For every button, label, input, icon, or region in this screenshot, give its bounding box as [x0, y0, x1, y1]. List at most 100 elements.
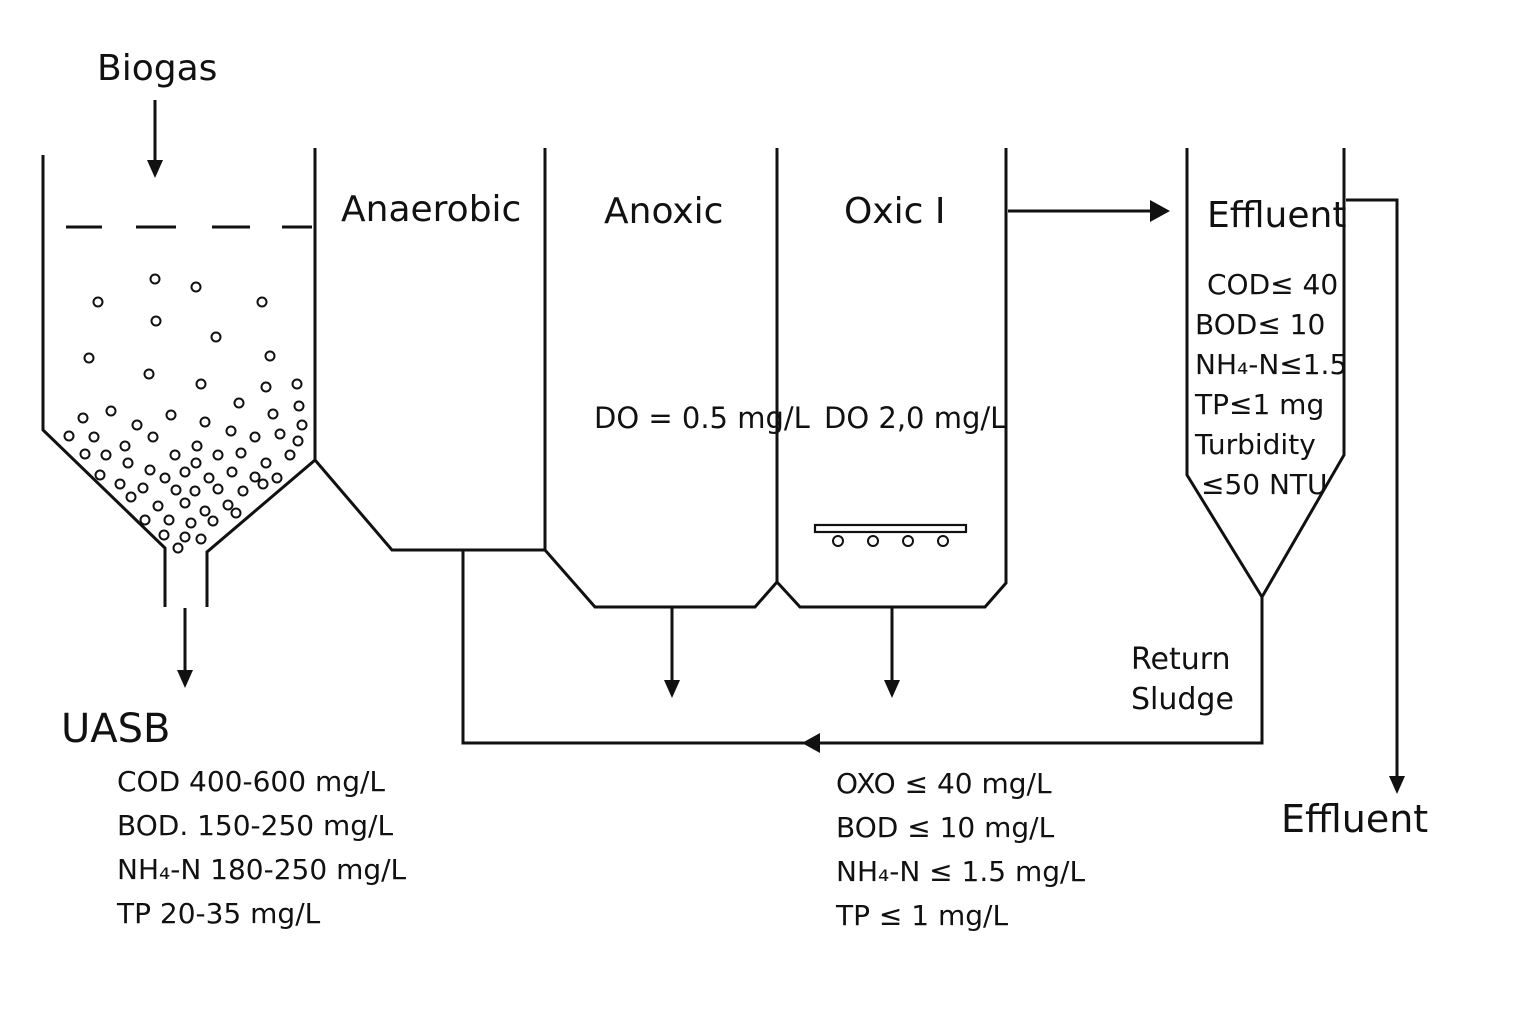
sludge-bubble	[137, 482, 149, 494]
sludge-bubble	[195, 378, 207, 390]
final-effluent-label: Effluent	[1281, 797, 1429, 841]
sludge-bubble	[296, 419, 308, 431]
sludge-bubble	[271, 472, 283, 484]
sludge-bubble	[119, 440, 131, 452]
sludge-bubble	[144, 464, 156, 476]
sludge-bubble	[125, 491, 137, 503]
sludge-bubble	[179, 497, 191, 509]
return-sludge-line-2: Sludge	[1131, 682, 1234, 717]
oxic-to-clarifier-arrow	[1008, 200, 1170, 222]
sludge-bubble	[169, 449, 181, 461]
biological-basins	[313, 148, 1008, 609]
sludge-bubble	[292, 435, 304, 447]
aeration-diffuser	[813, 523, 968, 547]
final-effluent-bod: BOD ≤ 10 mg/L	[836, 811, 1055, 844]
sludge-bubble	[105, 405, 117, 417]
sludge-bubble	[257, 478, 269, 490]
uasb-outlet-arrow	[177, 608, 193, 688]
biogas-label: Biogas	[97, 48, 218, 89]
biogas-arrow	[147, 100, 163, 178]
sludge-bubble	[256, 296, 268, 308]
sludge-bubble	[291, 378, 303, 390]
sludge-bubble	[199, 416, 211, 428]
sludge-bubble	[222, 499, 234, 511]
tank-effluent-cod: COD≤ 40	[1207, 268, 1339, 301]
sludge-bubble	[83, 352, 95, 364]
sludge-bubble	[212, 449, 224, 461]
influent-cod: COD 400-600 mg/L	[117, 765, 386, 798]
final-effluent-quality: OXO ≤ 40 mg/L BOD ≤ 10 mg/L NH₄-N ≤ 1.5 …	[836, 762, 1085, 938]
sludge-bubble	[207, 515, 219, 527]
sludge-bubble	[185, 517, 197, 529]
sludge-bubble	[100, 449, 112, 461]
sludge-bubble	[264, 350, 276, 362]
sludge-bubble	[249, 431, 261, 443]
sludge-bubble	[149, 273, 161, 285]
oxic-label: Oxic I	[844, 191, 946, 232]
sludge-bubble	[199, 505, 211, 517]
sludge-bubble	[147, 431, 159, 443]
tank-effluent-ntu: ≤50 NTU	[1201, 468, 1328, 501]
final-effluent-line	[1346, 198, 1405, 794]
anoxic-drain-arrow	[664, 608, 680, 698]
sludge-bubble	[139, 514, 151, 526]
sludge-bubble	[191, 440, 203, 452]
sludge-bubble	[293, 400, 305, 412]
oxic-drain-arrow	[884, 608, 900, 698]
anaerobic-label: Anaerobic	[341, 189, 522, 230]
sludge-bubble	[163, 514, 175, 526]
sludge-bubble	[225, 425, 237, 437]
sludge-bubble	[249, 471, 261, 483]
sludge-bubble	[190, 281, 202, 293]
influent-bod: BOD. 150-250 mg/L	[117, 809, 394, 842]
sludge-bubble	[77, 412, 89, 424]
final-effluent-nh4: NH₄-N ≤ 1.5 mg/L	[836, 855, 1086, 888]
tank-effluent-bod: BOD≤ 10	[1195, 308, 1326, 341]
sludge-bubble	[94, 469, 106, 481]
oxic-do-label: DO 2,0 mg/L	[824, 401, 1007, 435]
sludge-bubble	[230, 507, 242, 519]
sludge-bubble	[260, 457, 272, 469]
anoxic-do-label: DO = 0.5 mg/L	[594, 401, 810, 435]
effluent-tank-label: Effluent	[1207, 195, 1347, 236]
return-sludge-line-1: Return	[1131, 642, 1231, 677]
sludge-bubble	[237, 485, 249, 497]
return-sludge-label: Return Sludge	[1131, 640, 1234, 720]
sludge-bubble	[172, 542, 184, 554]
influent-tp: TP 20-35 mg/L	[117, 897, 321, 930]
sludge-bubble	[88, 431, 100, 443]
sludge-bubble	[170, 484, 182, 496]
anoxic-label: Anoxic	[604, 191, 724, 232]
sludge-bubble	[179, 466, 191, 478]
sludge-bed-bubbles	[63, 273, 308, 554]
final-effluent-tp: TP ≤ 1 mg/L	[836, 899, 1009, 932]
sludge-bubble	[267, 408, 279, 420]
sludge-bubble	[158, 529, 170, 541]
sludge-bubble	[114, 478, 126, 490]
uasb-label: UASB	[61, 706, 171, 752]
sludge-bubble	[274, 428, 286, 440]
sludge-bubble	[235, 447, 247, 459]
sludge-bubble	[179, 531, 191, 543]
sludge-bubble	[122, 457, 134, 469]
sludge-bubble	[226, 466, 238, 478]
sludge-bubble	[203, 472, 215, 484]
return-sludge-line	[461, 550, 1264, 753]
influent-quality: COD 400-600 mg/L BOD. 150-250 mg/L NH₄-N…	[117, 760, 406, 936]
tank-effluent-tp: TP≤1 mg	[1195, 388, 1325, 421]
sludge-bubble	[159, 472, 171, 484]
sludge-bubble	[150, 315, 162, 327]
sludge-bubble	[233, 397, 245, 409]
sludge-bubble	[190, 457, 202, 469]
sludge-bubble	[63, 430, 75, 442]
sludge-bubble	[212, 483, 224, 495]
tank-effluent-turbidity: Turbidity	[1195, 428, 1316, 461]
influent-nh4: NH₄-N 180-250 mg/L	[117, 853, 407, 886]
tank-effluent-quality: COD≤ 40 BOD≤ 10 NH₄-N≤1.5 TP≤1 mg Turbid…	[1195, 265, 1347, 505]
sludge-bubble	[210, 331, 222, 343]
sludge-bubble	[143, 368, 155, 380]
sludge-bubble	[260, 381, 272, 393]
final-effluent-cod: OXO ≤ 40 mg/L	[836, 767, 1052, 800]
sludge-bubble	[195, 533, 207, 545]
